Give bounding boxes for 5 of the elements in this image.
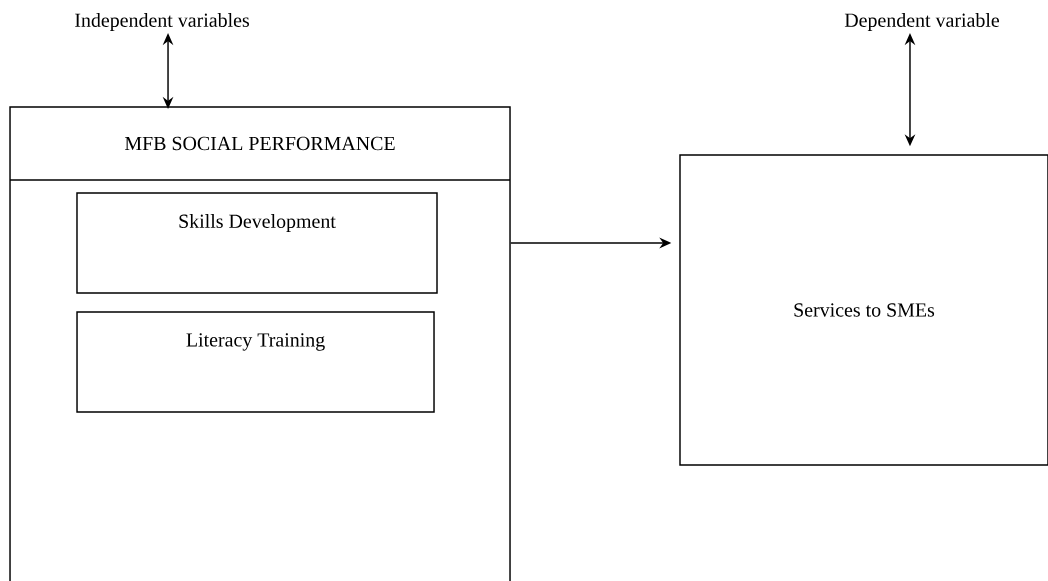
box: Skills Development: [76, 192, 438, 294]
box: Literacy Training: [76, 311, 435, 413]
variable-label: Dependent variable: [844, 13, 1000, 32]
variable-label: Independent variables: [75, 13, 249, 32]
box: Services to SMEs: [679, 154, 1048, 466]
